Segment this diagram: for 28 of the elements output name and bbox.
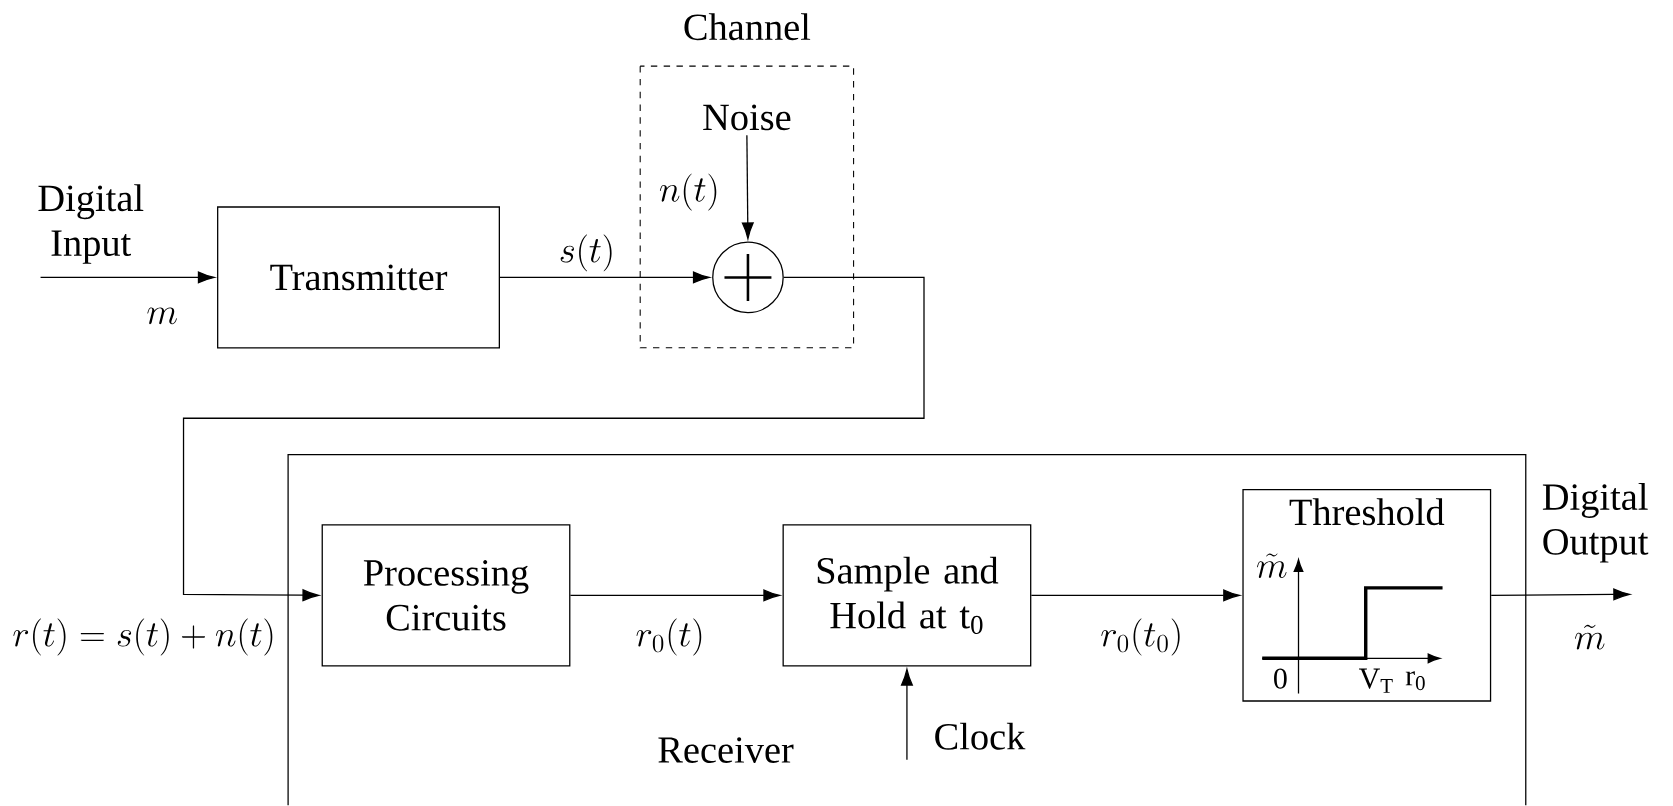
axis-label: V$_{T}$	[1359, 668, 1393, 694]
summing-junction	[712, 241, 784, 314]
signal-label: $r(t) = s(t) +n(t)$	[13, 618, 273, 656]
transmitter-box: Transmitter	[217, 206, 500, 349]
output-label: Digital Output	[1542, 483, 1649, 563]
sample-hold-box: Sample and Hold at t$_{0}$	[782, 524, 1032, 667]
signal-label: $m$	[147, 307, 177, 325]
arrow	[900, 668, 913, 761]
signal-label: $r_0(t)$	[636, 618, 702, 656]
signal-label: $s(t)$	[560, 234, 612, 272]
axis-label: 0	[1274, 668, 1287, 689]
arrow	[182, 277, 925, 602]
arrow	[499, 271, 710, 284]
arrow	[39, 271, 215, 284]
arrow	[1030, 589, 1241, 602]
arrow	[569, 589, 781, 602]
input-label: Digital Input	[38, 184, 144, 265]
arrow	[741, 134, 754, 240]
signal-label: $r_0(t_0)$	[1101, 618, 1180, 656]
signal-label: $n(t)$	[659, 173, 717, 211]
axis-label: r$_{0}$	[1405, 671, 1425, 691]
node-label: Channel	[684, 13, 811, 41]
arrow	[1490, 588, 1631, 601]
signal-label: $\tilde{m}$	[1575, 625, 1605, 650]
axis-label: $\tilde{m}$	[1257, 553, 1287, 579]
noise-label: Noise	[703, 104, 791, 131]
processing-box: Processing Circuits	[321, 524, 571, 667]
clock-label: Clock	[935, 722, 1026, 750]
